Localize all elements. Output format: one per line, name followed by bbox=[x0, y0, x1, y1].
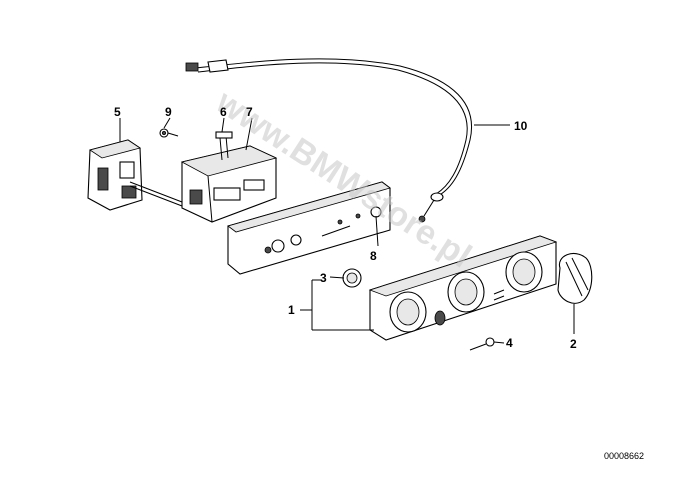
push-rod bbox=[215, 131, 233, 139]
callout-5: 5 bbox=[114, 105, 121, 119]
callout-4: 4 bbox=[506, 336, 513, 350]
callout-3: 3 bbox=[320, 271, 327, 285]
bowden-cable bbox=[185, 58, 472, 223]
screw bbox=[469, 337, 495, 351]
callout-2: 2 bbox=[570, 337, 577, 351]
rear-panel bbox=[227, 181, 391, 275]
bolt bbox=[159, 128, 179, 138]
callout-6: 6 bbox=[220, 105, 227, 119]
callout-8: 8 bbox=[370, 249, 377, 263]
callout-1: 1 bbox=[288, 303, 295, 317]
holder-bracket bbox=[87, 139, 183, 211]
cable-end-ball bbox=[418, 215, 426, 223]
leader-lines bbox=[119, 117, 575, 344]
callout-10: 10 bbox=[514, 119, 528, 133]
callout-7: 7 bbox=[246, 105, 253, 119]
diagram-code: 00008662 bbox=[604, 451, 644, 461]
rotary-knob bbox=[557, 253, 593, 304]
callout-9: 9 bbox=[165, 105, 172, 119]
cable-end-clip bbox=[185, 62, 199, 72]
knob-insert bbox=[342, 268, 362, 288]
switch-unit bbox=[180, 131, 278, 223]
front-control-panel bbox=[368, 235, 558, 341]
